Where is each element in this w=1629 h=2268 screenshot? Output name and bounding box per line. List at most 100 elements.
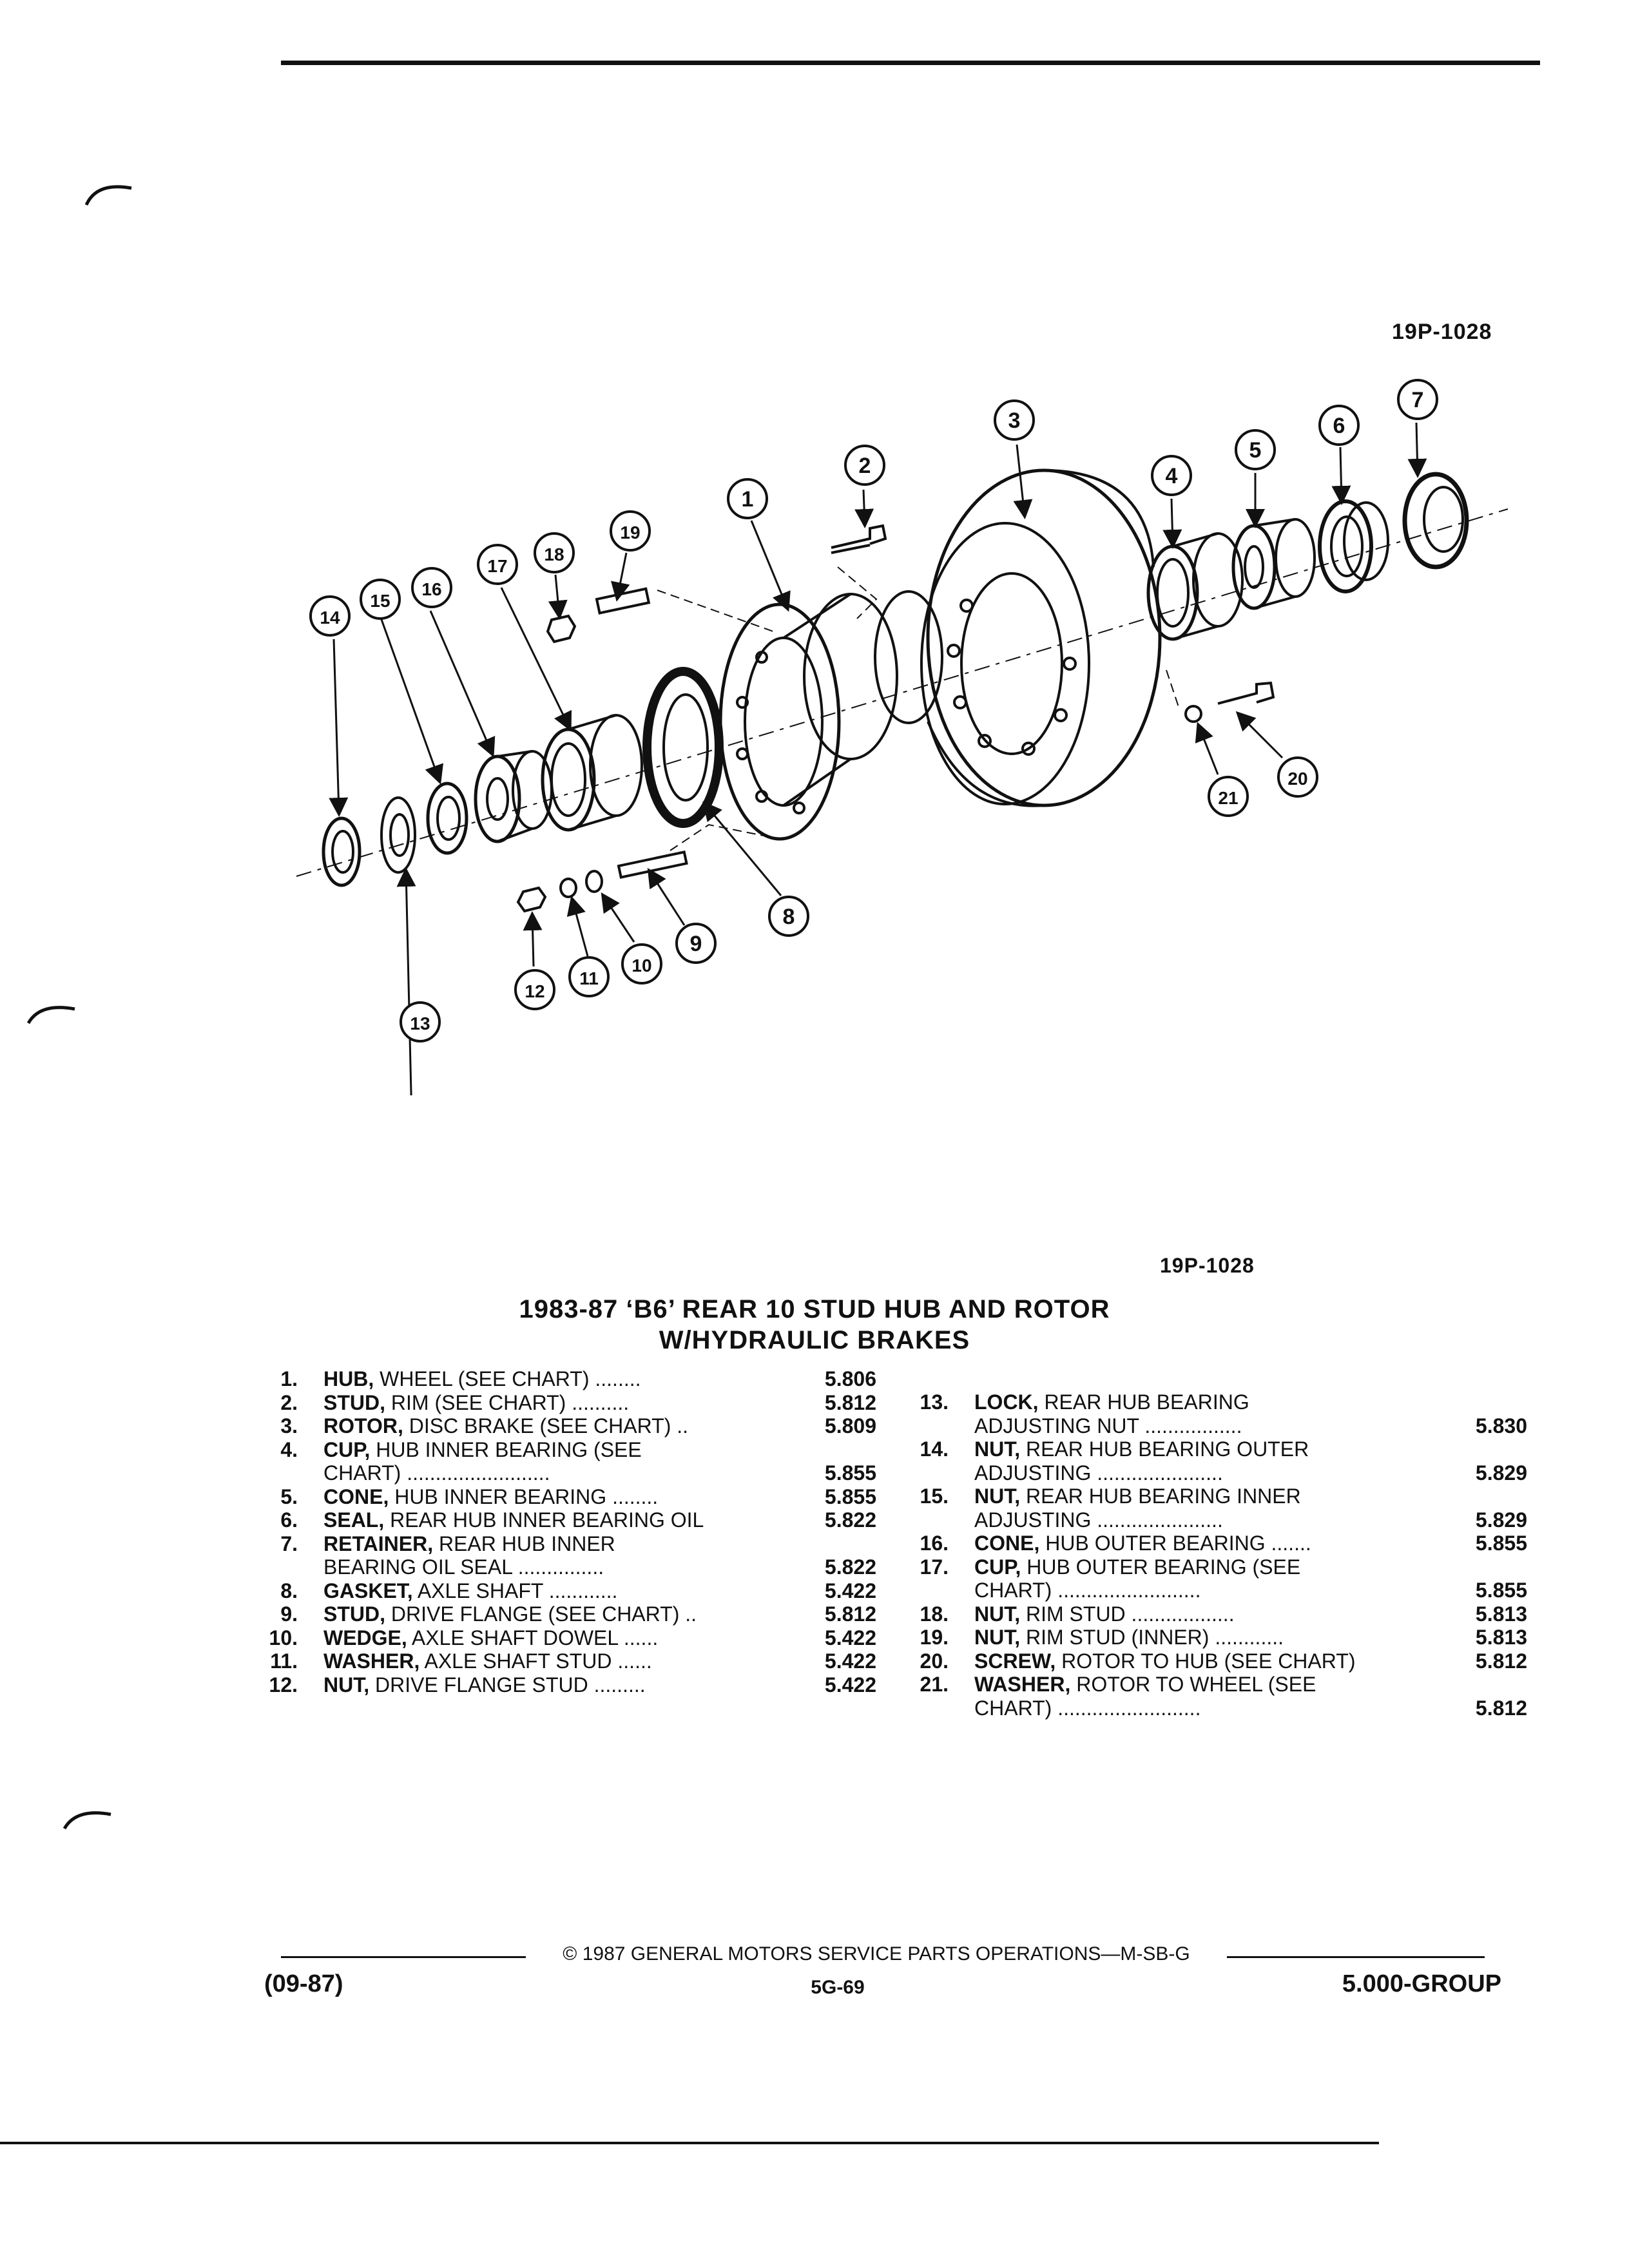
part-description: BEARING OIL SEAL ............... (323, 1555, 604, 1579)
part-row: 10.WEDGE, AXLE SHAFT DOWEL ......5.422 (251, 1626, 876, 1650)
group-code: 5.822 (824, 1508, 876, 1532)
footer-rule-left (281, 1956, 526, 1958)
group-code: 5.809 (824, 1414, 876, 1437)
part-name: STUD, (323, 1390, 385, 1414)
svg-text:3: 3 (1008, 408, 1021, 433)
part-description: SCREW, ROTOR TO HUB (SEE CHART) (974, 1649, 1355, 1673)
part-detail: DRIVE FLANGE (SEE CHART) .. (385, 1602, 697, 1626)
part-description: CHART) ......................... (974, 1579, 1200, 1602)
part-detail: CHART) ......................... (974, 1579, 1201, 1602)
part-row: 3.ROTOR, DISC BRAKE (SEE CHART) ..5.809 (251, 1414, 876, 1438)
part-description: GASKET, AXLE SHAFT ............ (323, 1579, 617, 1603)
part-name: NUT, (974, 1602, 1021, 1626)
svg-text:14: 14 (320, 608, 340, 628)
exploded-hub-diagram: 1 2 3 4 5 6 7 8 9 10 11 12 13 14 15 16 1… (296, 379, 1509, 1095)
part-description: LOCK, REAR HUB BEARING (974, 1390, 1249, 1414)
part-description: CUP, HUB OUTER BEARING (SEE (974, 1555, 1300, 1579)
svg-text:16: 16 (421, 579, 441, 599)
group-code: 5.812 (1475, 1696, 1527, 1720)
part-description: STUD, DRIVE FLANGE (SEE CHART) .. (323, 1602, 697, 1626)
part-name: CUP, (974, 1555, 1021, 1579)
group-code: 5.422 (824, 1579, 876, 1602)
binder-mark-middle (26, 1006, 75, 1024)
group-code: 5.813 (1475, 1626, 1527, 1649)
part-description: CONE, HUB INNER BEARING ........ (323, 1485, 658, 1509)
part-detail: ADJUSTING NUT ................. (974, 1414, 1242, 1437)
part-name: SCREW, (974, 1649, 1056, 1673)
group-code: 5.812 (824, 1390, 876, 1414)
part-row: 20.SCREW, ROTOR TO HUB (SEE CHART)5.812 (902, 1649, 1527, 1673)
part-row: 8.GASKET, AXLE SHAFT ............5.422 (251, 1579, 876, 1603)
part-number: 13. (920, 1390, 949, 1414)
part-row: BEARING OIL SEAL ............... 5.822 (251, 1555, 876, 1579)
part-description: NUT, REAR HUB BEARING OUTER (974, 1437, 1309, 1461)
page-title-line-1: 1983-87 ‘B6’ REAR 10 STUD HUB AND ROTOR (519, 1295, 1110, 1323)
group-code: 5.422 (824, 1673, 876, 1696)
part-row: 4.CUP, HUB INNER BEARING (SEE (251, 1438, 876, 1462)
svg-text:9: 9 (690, 932, 702, 956)
callout-10: 10 (621, 943, 662, 985)
group-code: 5.806 (824, 1367, 876, 1390)
group-code: 5.855 (1475, 1532, 1527, 1555)
part-name: ROTOR, (323, 1414, 403, 1437)
part-detail: ROTOR TO HUB (SEE CHART) (1055, 1649, 1356, 1673)
group-code: 5.855 (824, 1485, 876, 1508)
svg-text:1: 1 (742, 487, 754, 512)
svg-text:21: 21 (1218, 788, 1238, 808)
part-detail: CHART) ......................... (323, 1461, 550, 1485)
part-number: 7. (280, 1532, 298, 1555)
part-number: 17. (920, 1555, 949, 1579)
callout-7: 7 (1397, 379, 1438, 420)
part-description: STUD, RIM (SEE CHART) .......... (323, 1391, 629, 1415)
part-description: ADJUSTING NUT ................. (974, 1414, 1242, 1438)
part-row: 18.NUT, RIM STUD ..................5.813 (902, 1602, 1527, 1626)
binder-mark-bottom (63, 1811, 111, 1830)
part-name: WEDGE, (323, 1626, 407, 1649)
part-name: STUD, (323, 1602, 385, 1626)
part-description: CHART) ......................... (974, 1696, 1200, 1720)
group-code: 5.422 (824, 1649, 876, 1673)
callout-13: 13 (400, 1001, 441, 1043)
part-detail: REAR HUB INNER BEARING OIL (384, 1508, 704, 1532)
part-name: GASKET, (323, 1579, 413, 1602)
part-name: WASHER, (974, 1673, 1071, 1696)
callout-11: 11 (568, 956, 610, 997)
part-detail: AXLE SHAFT STUD ...... (419, 1649, 652, 1673)
footer-group: 5.000-GROUP (1342, 1970, 1501, 1997)
callout-21: 21 (1208, 776, 1249, 817)
part-description: HUB, WHEEL (SEE CHART) ........ (323, 1367, 641, 1391)
part-number: 5. (280, 1485, 298, 1508)
part-name: WASHER, (323, 1649, 420, 1673)
part-description: ADJUSTING ...................... (974, 1461, 1223, 1485)
part-name: CONE, (323, 1485, 389, 1508)
part-detail: AXLE SHAFT ............ (412, 1579, 618, 1602)
part-row: 5. CONE, HUB INNER BEARING ........ 5.855 (251, 1485, 876, 1509)
part-detail: HUB OUTER BEARING ....... (1039, 1532, 1311, 1555)
part-detail: BEARING OIL SEAL ............... (323, 1555, 604, 1579)
part-row: CHART) .........................5.855 (251, 1461, 876, 1485)
part-detail: REAR HUB BEARING INNER (1020, 1485, 1301, 1508)
part-row: ADJUSTING ......................5.829 (902, 1508, 1527, 1532)
part-number: 14. (920, 1437, 949, 1461)
svg-text:18: 18 (544, 544, 564, 564)
part-row: 12.NUT, DRIVE FLANGE STUD .........5.422 (251, 1673, 876, 1697)
part-row: 21.WASHER, ROTOR TO WHEEL (SEE (902, 1673, 1527, 1696)
svg-text:12: 12 (525, 981, 545, 1001)
part-description: CHART) ......................... (323, 1461, 550, 1485)
part-row: ADJUSTING ......................5.829 (902, 1461, 1527, 1485)
group-code: 5.812 (1475, 1649, 1527, 1673)
part-detail: DRIVE FLANGE STUD ......... (369, 1673, 646, 1696)
group-code: 5.822 (824, 1555, 876, 1579)
part-number: 6. (280, 1508, 298, 1532)
part-name: NUT, (974, 1437, 1021, 1461)
part-row: 1.HUB, WHEEL (SEE CHART) ........5.806 (251, 1367, 876, 1391)
part-number: 18. (920, 1602, 949, 1626)
group-code: 5.812 (824, 1602, 876, 1626)
svg-text:4: 4 (1166, 464, 1178, 488)
part-detail: RIM STUD .................. (1020, 1602, 1235, 1626)
part-detail: DISC BRAKE (SEE CHART) .. (403, 1414, 689, 1437)
part-number: 15. (920, 1485, 949, 1508)
group-code: 5.830 (1475, 1414, 1527, 1437)
svg-text:2: 2 (859, 454, 871, 478)
callout-9: 9 (675, 923, 717, 964)
